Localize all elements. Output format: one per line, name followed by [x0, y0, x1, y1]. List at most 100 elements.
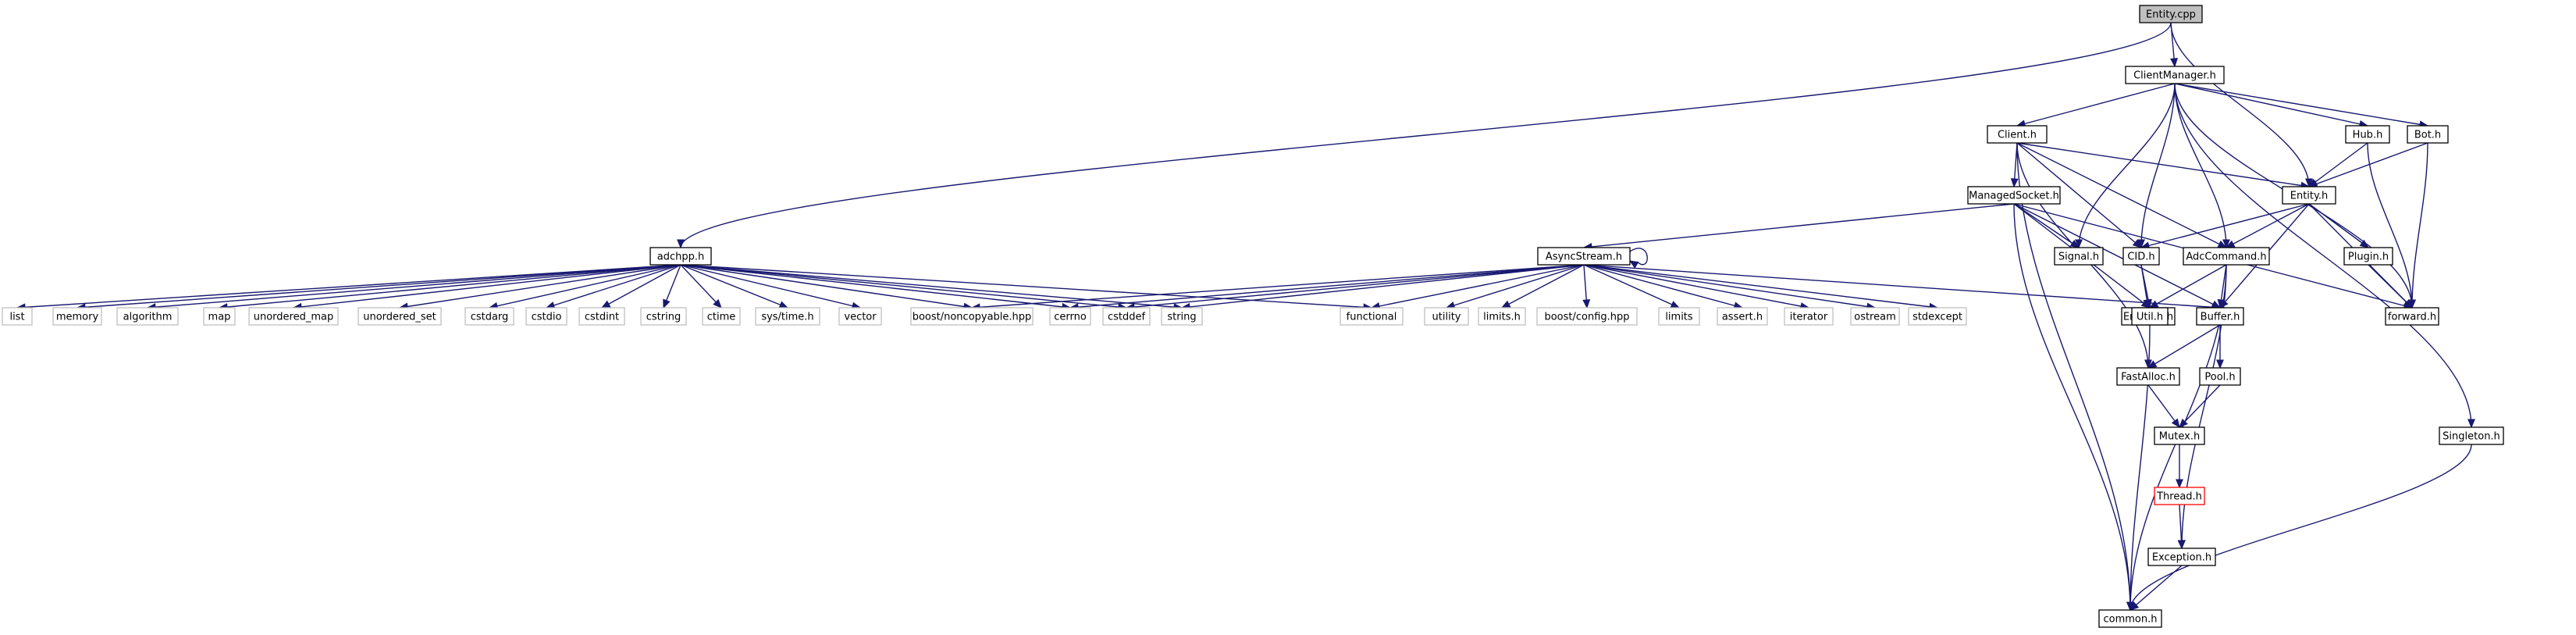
node-bot-h[interactable]: Bot.h	[2407, 125, 2449, 144]
node-label: Util.h	[2137, 312, 2163, 323]
node-adccommand-h[interactable]: AdcCommand.h	[2183, 247, 2270, 266]
edge-managedsocket_h-to-signal_h	[2013, 203, 2080, 248]
edge-arrowhead	[2010, 178, 2019, 188]
node-label: ClientManager.h	[2133, 70, 2216, 82]
node-label: utility	[1432, 312, 1461, 323]
edge-arrowhead	[778, 301, 789, 309]
node-box	[1161, 307, 1203, 326]
node-label: cstring	[646, 312, 681, 323]
node-box	[2196, 307, 2244, 326]
edge-adchpp_h-to-cstddef	[680, 264, 1128, 311]
node-asyncstream-h[interactable]: AsyncStream.h	[1537, 247, 1631, 266]
edge-arrowhead	[2177, 540, 2186, 550]
edge-arrowhead	[2069, 239, 2080, 248]
edge-adchpp_h-to-cstring	[663, 264, 681, 309]
edge-line	[2308, 203, 2369, 248]
node-mutex-h[interactable]: Mutex.h	[2154, 426, 2205, 445]
edge-line	[1069, 264, 1585, 309]
node-box	[2125, 66, 2225, 84]
edge-line	[2013, 203, 2221, 309]
edge-line	[399, 264, 681, 309]
node-label: cerrno	[1054, 312, 1087, 323]
node-box	[2407, 125, 2449, 144]
edge-line	[680, 264, 1127, 309]
node-assert-h: assert.h	[1717, 307, 1768, 326]
node-managedsocket-h[interactable]: ManagedSocket.h	[1967, 186, 2061, 205]
node-box	[910, 307, 1034, 326]
node-box	[2, 307, 33, 326]
node-label: AdcCommand.h	[2186, 252, 2266, 263]
edge-adchpp_h-to-cerrno	[680, 264, 1072, 311]
edge-adchpp_h-to-algorithm	[146, 264, 681, 312]
edge-arrowhead	[1500, 300, 1511, 309]
node-entity-h[interactable]: Entity.h	[2282, 186, 2336, 205]
edge-line	[2147, 384, 2180, 428]
node-hub-h[interactable]: Hub.h	[2345, 125, 2390, 144]
edge-line	[2013, 203, 2080, 248]
edge-entity_h-to-plugin_h	[2308, 203, 2370, 248]
node-client-h[interactable]: Client.h	[1987, 125, 2048, 144]
edge-line	[2308, 142, 2428, 187]
node-cid-h[interactable]: CID.h	[2122, 247, 2160, 266]
edge-line	[1181, 264, 1585, 309]
node-sys-time-h: sys/time.h	[755, 307, 820, 326]
node-common-h[interactable]: common.h	[2098, 609, 2162, 628]
node-box	[1987, 125, 2048, 144]
node-thread-h[interactable]: Thread.h	[2154, 487, 2205, 505]
node-label: Signal.h	[2058, 252, 2099, 263]
edge-cid_h-to-util_h	[2140, 264, 2152, 309]
edge-adchpp_h-to-unordered_map	[292, 264, 681, 311]
node-buffer-h[interactable]: Buffer.h	[2196, 307, 2244, 326]
edge-line	[2170, 22, 2310, 187]
node-cerrno: cerrno	[1049, 307, 1091, 326]
node-ostream: ostream	[1850, 307, 1900, 326]
node-box	[2098, 609, 2162, 628]
edge-line	[1126, 264, 1585, 309]
edge-entity_cpp-to-adchpp_h	[677, 22, 2172, 249]
node-adchpp-h[interactable]: adchpp.h	[649, 247, 712, 266]
node-pool-h[interactable]: Pool.h	[2199, 367, 2241, 386]
node-label: Exception.h	[2152, 552, 2211, 564]
edge-thread_h-to-exception_h	[2177, 504, 2186, 550]
edge-line	[1583, 264, 1938, 309]
edge-plugin_h-to-forward_h	[2368, 264, 2413, 309]
edge-arrowhead	[2144, 298, 2152, 309]
node-plugin-h[interactable]: Plugin.h	[2343, 247, 2393, 266]
node-util-h[interactable]: Util.h	[2131, 307, 2169, 326]
node-exception-h[interactable]: Exception.h	[2147, 548, 2216, 566]
node-singleton-h[interactable]: Singleton.h	[2439, 426, 2504, 445]
node-clientmanager-h[interactable]: ClientManager.h	[2125, 66, 2225, 84]
node-signal-h[interactable]: Signal.h	[2054, 247, 2104, 266]
node-box	[702, 307, 741, 326]
edge-arrowhead	[2222, 239, 2230, 249]
node-box	[1424, 307, 1469, 326]
node-box	[1536, 307, 1638, 326]
node-forward-h[interactable]: forward.h	[2385, 307, 2439, 326]
node-label: sys/time.h	[761, 312, 813, 323]
node-iterator: iterator	[1784, 307, 1834, 326]
node-ctime: ctime	[702, 307, 741, 326]
node-unordered-set: unordered_set	[358, 307, 442, 326]
node-entity-cpp[interactable]: Entity.cpp	[2139, 5, 2203, 23]
node-box	[2199, 367, 2241, 386]
node-label: common.h	[2104, 614, 2158, 626]
edge-line	[2016, 142, 2310, 187]
node-label: FastAlloc.h	[2121, 372, 2176, 383]
edge-line	[2149, 264, 2227, 309]
node-label: ManagedSocket.h	[1969, 191, 2059, 202]
edge-client_h-to-cid_h	[2016, 142, 2142, 248]
node-box	[2439, 426, 2504, 445]
node-box	[1784, 307, 1834, 326]
edge-line	[76, 264, 681, 309]
node-label: vector	[844, 312, 877, 323]
node-fastalloc-h[interactable]: FastAlloc.h	[2116, 367, 2180, 386]
node-label: Entity.cpp	[2146, 9, 2196, 21]
edge-asyncstream_h-to-string	[1180, 264, 1585, 311]
edge-line	[1583, 264, 2221, 309]
node-label: algorithm	[123, 312, 173, 323]
edge-arrowhead	[2216, 359, 2224, 369]
node-vector: vector	[838, 307, 882, 326]
node-box	[2345, 125, 2390, 144]
node-box	[2054, 247, 2104, 266]
